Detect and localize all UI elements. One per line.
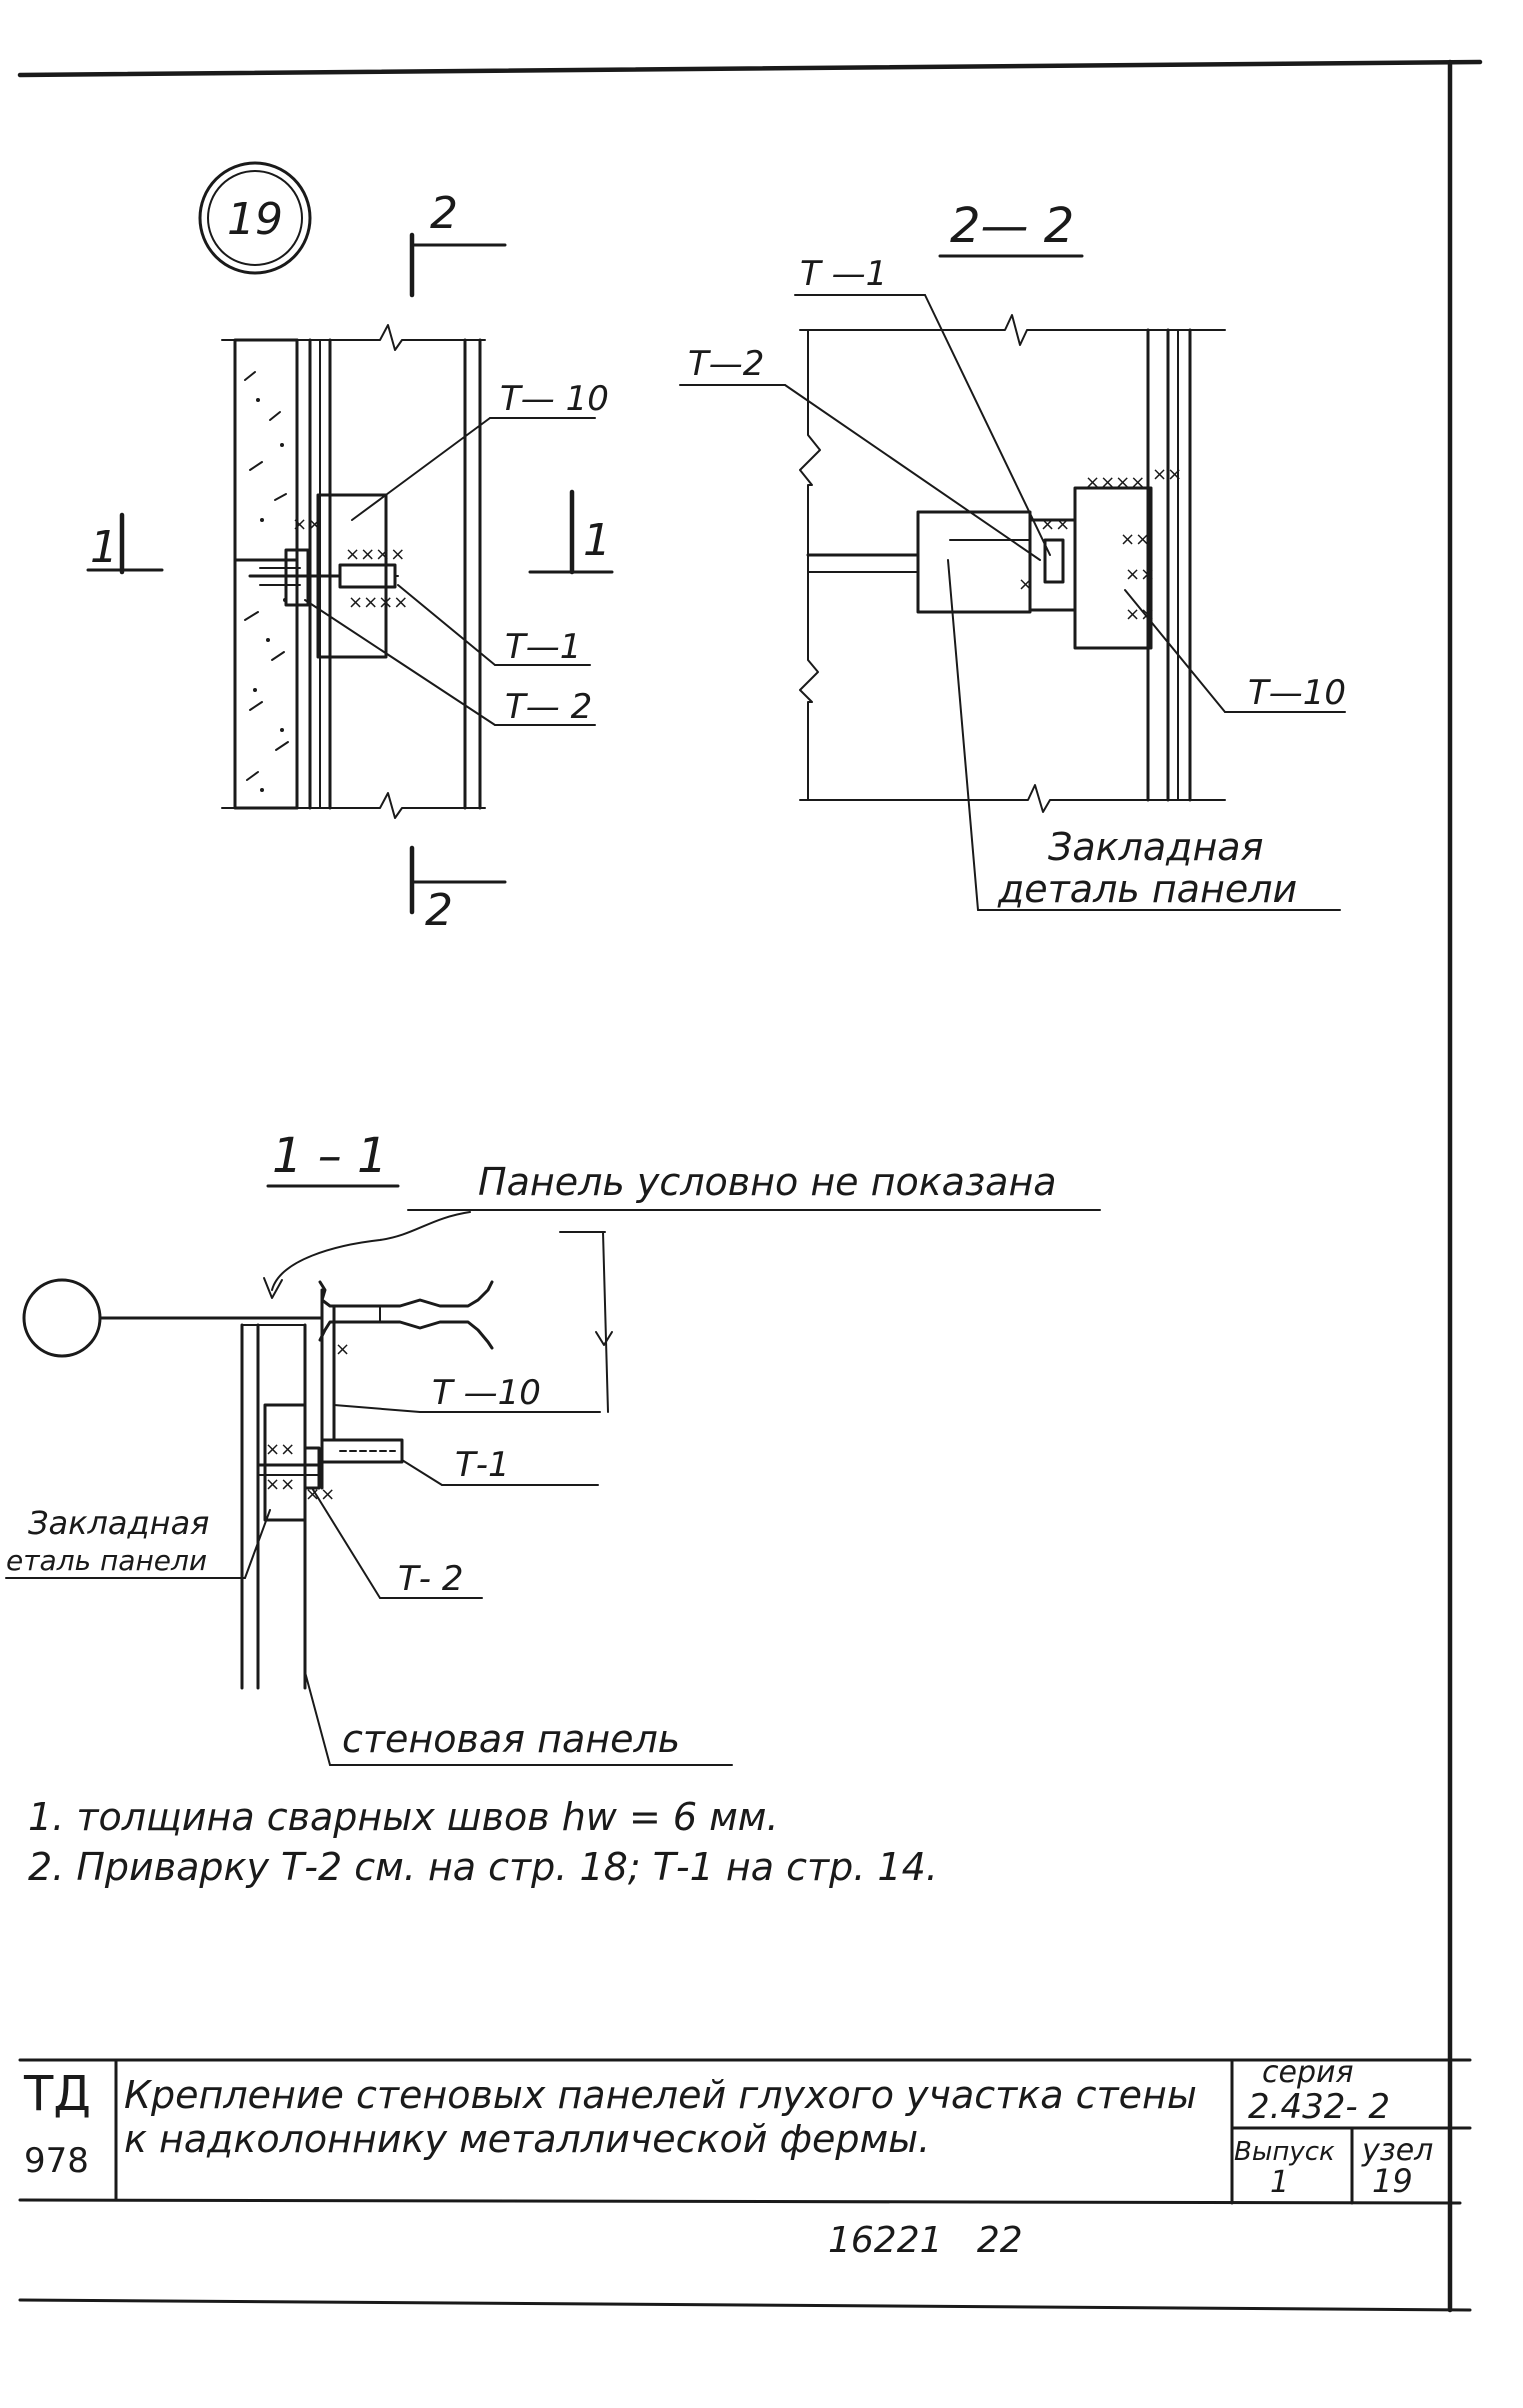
sheet-frame (17, 59, 1483, 2313)
section-marker-2-bottom: 2 (409, 845, 507, 936)
svg-text:××: ×× (1040, 514, 1070, 535)
label-t1-top-left-text: Т—1 (505, 627, 581, 667)
label-t10-view-2-2-text: Т—10 (1248, 673, 1346, 713)
series-label: серия (1262, 2055, 1354, 2090)
wall-section-top-left: ×××× ×××× ×× (221, 324, 486, 819)
section-marker-2-top: 2 (409, 188, 507, 298)
notes: 1. толщина сварных швов hw = 6 мм. 2. Пр… (28, 1795, 938, 1889)
view-1-1-drawing: ×× ×× ×× × (22, 1231, 613, 1690)
axis-circle (22, 1278, 102, 1358)
series-value: 2.432- 2 (1248, 2087, 1390, 2127)
label-t2-view-2-2: Т—2 (679, 344, 1041, 561)
node-badge-number: 19 (227, 194, 283, 245)
svg-text:××: ×× (292, 514, 322, 535)
label-t2-top-left-text: Т— 2 (505, 687, 592, 727)
footer-number: 16221 22 (828, 2220, 1023, 2261)
label-t2-view-1-1: Т- 2 (311, 1487, 483, 1599)
wall-panel-label: стеновая панель (304, 1671, 733, 1766)
svg-text:×: × (335, 1339, 350, 1360)
label-t10-top-left-text: Т— 10 (500, 379, 609, 419)
node-badge: 19 (198, 161, 312, 275)
svg-text:××: ×× (1120, 529, 1150, 550)
embedded-part-line-2-view-1-1: еталь панели (6, 1544, 207, 1577)
view-2-2-title-text: 2— 2 (950, 198, 1074, 254)
embedded-part-label-view-1-1: Закладная еталь панели (5, 1504, 271, 1579)
drawing-title-line-2: к надколоннику металлической фермы. (124, 2117, 930, 2161)
section-marker-1-right: 1 (528, 489, 614, 575)
section-marker-1-left: 1 (86, 512, 164, 575)
svg-text:××: ×× (1125, 604, 1155, 625)
node-label: узел (1361, 2133, 1433, 2168)
node-value: 19 (1372, 2162, 1413, 2200)
svg-text:××××: ×××× (1085, 472, 1145, 493)
embedded-part-label-view-2-2: Закладная деталь панели (947, 559, 1341, 911)
doc-code-number: 978 (24, 2141, 89, 2181)
embedded-part-line-2: деталь панели (997, 867, 1297, 911)
label-t2-top-left: Т— 2 (304, 599, 596, 727)
label-t1-view-2-2: Т —1 (794, 254, 1051, 556)
svg-text:××: ×× (1125, 564, 1155, 585)
wall-panel-label-text: стеновая панель (342, 1717, 680, 1761)
section-marker-2-bottom-label: 2 (425, 885, 453, 936)
view-2-2-drawing: ×× ×××× ×× ×× ×× ×× × (799, 314, 1226, 813)
svg-text:××: ×× (1152, 464, 1182, 485)
svg-text:××××: ×××× (348, 592, 408, 613)
view-1-1-title-text: 1 – 1 (272, 1128, 388, 1184)
panel-note-text: Панель условно не показана (478, 1160, 1057, 1204)
title-block: ТД 978 Крепление стеновых панелей глухог… (18, 2055, 1472, 2205)
label-t2-view-2-2-text: Т—2 (688, 344, 764, 384)
section-marker-1-right-label: 1 (583, 515, 611, 566)
label-t10-top-left: Т— 10 (351, 379, 609, 521)
label-t1-view-1-1: Т-1 (401, 1445, 599, 1486)
label-t10-view-1-1: Т —10 (333, 1373, 601, 1413)
footer: 16221 22 (828, 2220, 1023, 2261)
embedded-part-line-1: Закладная (1048, 825, 1263, 869)
embedded-part-line-1-view-1-1: Закладная (28, 1504, 209, 1542)
svg-text:×: × (1018, 574, 1033, 595)
view-2-2-title: 2— 2 (938, 198, 1084, 258)
panel-note: Панель условно не показана (263, 1160, 1101, 1299)
doc-code: ТД (23, 2066, 91, 2122)
label-t10-view-2-2: Т—10 (1124, 589, 1346, 713)
view-1-1-title: 1 – 1 (266, 1128, 400, 1188)
svg-text:××: ×× (265, 1474, 295, 1495)
label-t2-view-1-1-text: Т- 2 (398, 1559, 463, 1599)
drawing-title-line-1: Крепление стеновых панелей глухого участ… (124, 2073, 1197, 2117)
label-t1-view-2-2-text: Т —1 (800, 254, 887, 294)
section-marker-2-top-label: 2 (430, 188, 458, 239)
label-t1-top-left: Т—1 (397, 584, 591, 667)
label-t1-view-1-1-text: Т-1 (455, 1445, 510, 1485)
svg-text:××××: ×××× (345, 544, 405, 565)
svg-text:××: ×× (265, 1439, 295, 1460)
issue-value: 1 (1270, 2165, 1289, 2200)
section-marker-1-left-label: 1 (90, 522, 118, 573)
note-1: 1. толщина сварных швов hw = 6 мм. (28, 1795, 779, 1839)
issue-label: Выпуск (1234, 2137, 1335, 2167)
label-t10-view-1-1-text: Т —10 (432, 1373, 541, 1413)
note-2: 2. Приварку Т-2 см. на стр. 18; Т-1 на с… (28, 1845, 938, 1889)
